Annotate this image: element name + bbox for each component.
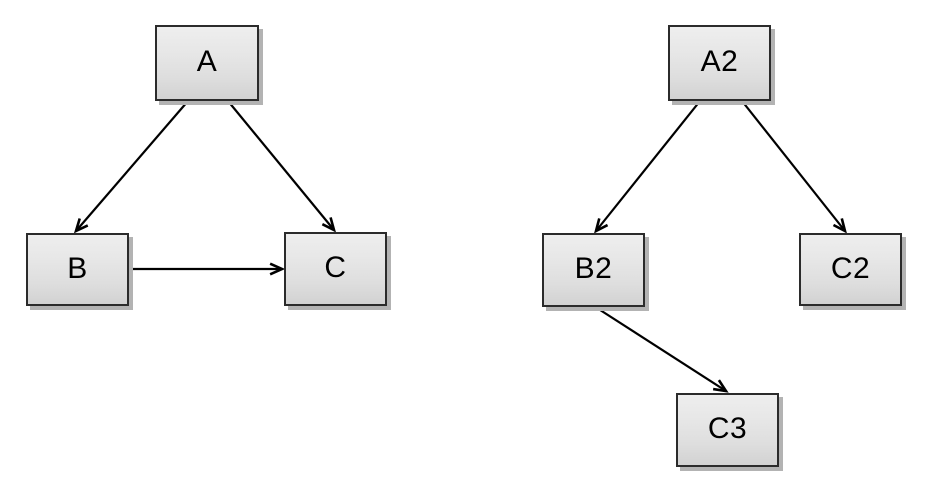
node-label: B bbox=[67, 251, 88, 285]
arrowhead-icon bbox=[269, 262, 286, 276]
edge-line bbox=[596, 307, 727, 392]
node-label: A2 bbox=[700, 45, 739, 78]
edge-b2-to-c3[interactable] bbox=[596, 307, 729, 393]
arrowhead-icon bbox=[594, 218, 609, 234]
arrowhead-icon bbox=[73, 218, 89, 234]
edge-line bbox=[595, 100, 701, 232]
node-c3[interactable]: C3 bbox=[676, 393, 779, 467]
arrowhead-icon bbox=[832, 218, 847, 234]
arrowhead-icon bbox=[321, 217, 337, 233]
edge-line bbox=[741, 100, 846, 232]
node-a2[interactable]: A2 bbox=[668, 25, 771, 101]
edge-a-to-b[interactable] bbox=[73, 100, 189, 234]
node-label: C2 bbox=[830, 251, 871, 285]
arrowhead-icon bbox=[712, 379, 729, 393]
edge-b-to-c[interactable] bbox=[129, 262, 286, 276]
node-label: C bbox=[324, 251, 347, 284]
edge-a-to-c[interactable] bbox=[227, 100, 337, 233]
node-c2[interactable]: C2 bbox=[799, 233, 902, 306]
edge-a2-to-c2[interactable] bbox=[741, 100, 847, 234]
edge-line bbox=[75, 100, 189, 232]
edge-a2-to-b2[interactable] bbox=[594, 100, 701, 234]
edge-line bbox=[227, 100, 335, 231]
node-a[interactable]: A bbox=[155, 25, 259, 101]
node-label: B2 bbox=[574, 252, 613, 285]
node-c[interactable]: C bbox=[284, 232, 387, 306]
node-label: C3 bbox=[707, 412, 748, 445]
node-b2[interactable]: B2 bbox=[542, 233, 645, 307]
node-b[interactable]: B bbox=[26, 233, 129, 306]
node-label: A bbox=[196, 45, 218, 78]
